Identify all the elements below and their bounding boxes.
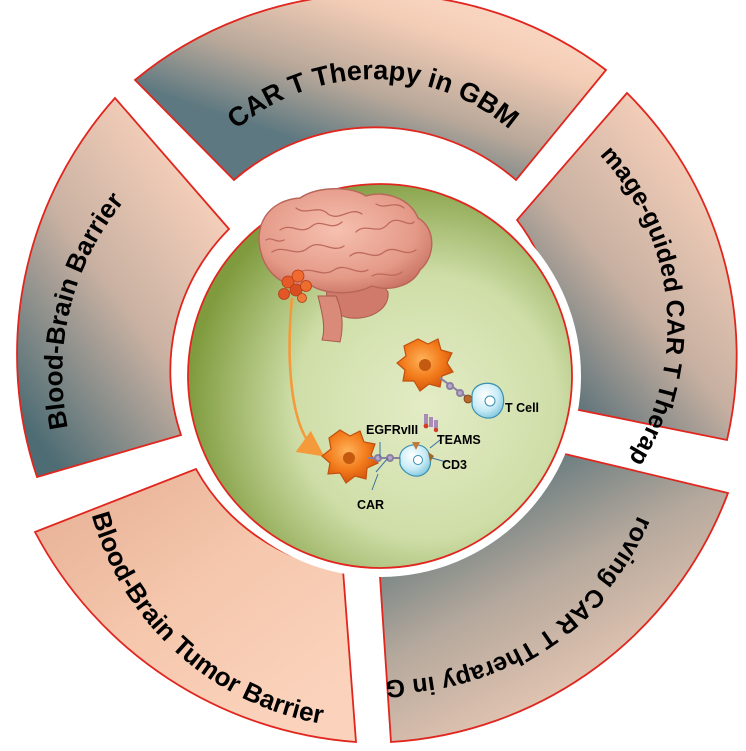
segment-upper-left xyxy=(16,96,231,479)
t-cell-nucleus-upper xyxy=(484,395,496,407)
segment-lower-left xyxy=(33,467,357,743)
t-cell-nucleus-lower xyxy=(413,455,423,465)
cerebrum xyxy=(258,188,433,294)
upper-interaction xyxy=(396,338,505,419)
car-label: CAR xyxy=(357,498,384,512)
tumor-nucleus-upper xyxy=(419,359,431,371)
tumor-cluster xyxy=(278,269,312,303)
tumor-nucleus-lower xyxy=(343,452,355,464)
teams-bound xyxy=(412,442,420,450)
t-cell-label: T Cell xyxy=(505,401,539,415)
teams-molecules xyxy=(423,414,439,433)
brain-stem xyxy=(317,295,343,343)
tumor-arrow xyxy=(288,297,325,457)
binding-marker-upper xyxy=(463,394,473,404)
teams-label: TEAMS xyxy=(437,433,481,447)
brain-illustration xyxy=(258,188,433,343)
cd3-marker xyxy=(428,452,434,462)
cd3-label: CD3 xyxy=(442,458,467,472)
ring-segments xyxy=(16,0,738,743)
segment-top xyxy=(133,0,608,182)
egfrviii-label: EGFRvIII xyxy=(366,423,418,437)
lower-interaction xyxy=(321,429,447,491)
